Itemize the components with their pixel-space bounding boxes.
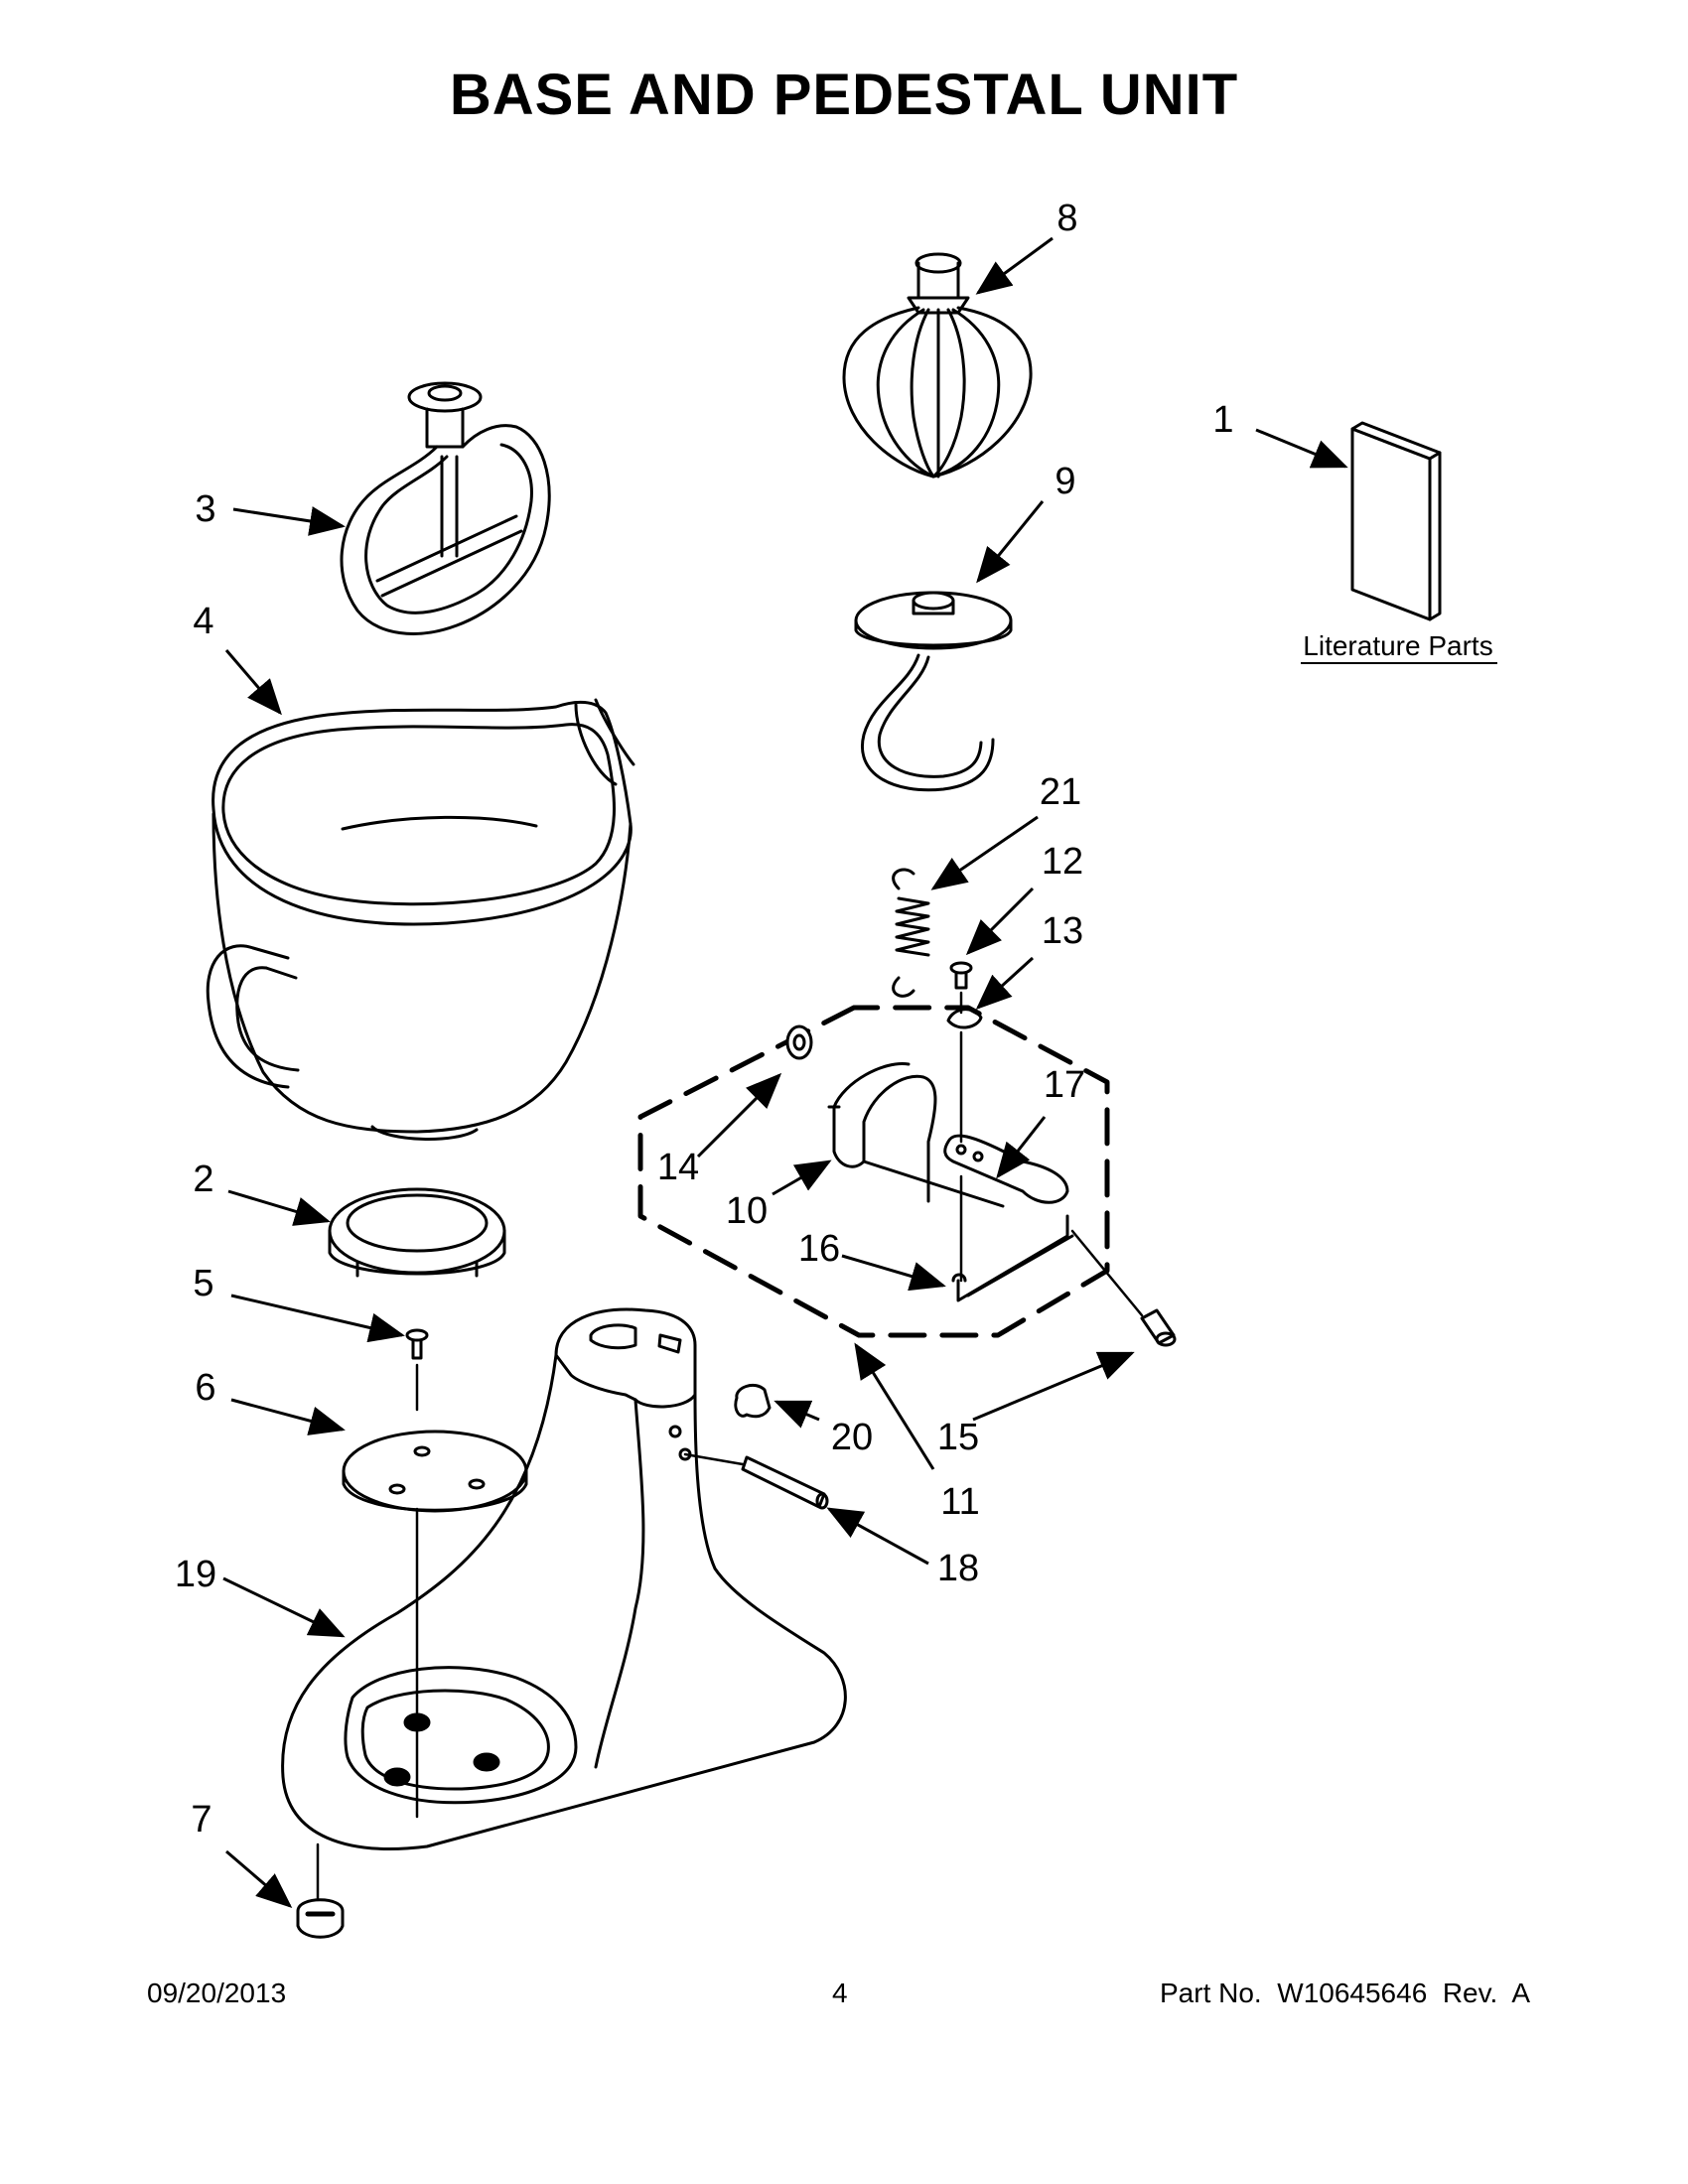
- leader-18: [826, 1507, 929, 1566]
- callout-10: 10: [726, 1190, 768, 1232]
- callout-2: 2: [193, 1159, 213, 1200]
- footer-page-number: 4: [832, 1978, 848, 2008]
- callout-8: 8: [1056, 198, 1077, 239]
- leader-5: [230, 1294, 405, 1343]
- washer-14: [785, 1024, 813, 1060]
- callout-6: 6: [195, 1367, 215, 1409]
- bowl-spring-plate: [342, 1430, 528, 1819]
- wire-whip: [842, 252, 1033, 478]
- leader-17: [996, 1116, 1047, 1179]
- screw-12: [949, 961, 973, 990]
- leader-1: [1255, 428, 1348, 469]
- spring: [892, 868, 930, 998]
- callout-3: 3: [195, 488, 215, 530]
- leader-7: [225, 1849, 293, 1908]
- callout-21: 21: [1040, 771, 1081, 813]
- leader-13: [975, 956, 1035, 1011]
- leader-6: [230, 1398, 346, 1435]
- callout-13: 13: [1042, 910, 1083, 952]
- callout-18: 18: [937, 1548, 979, 1589]
- callout-1: 1: [1212, 399, 1233, 441]
- page-title: BASE AND PEDESTAL UNIT: [449, 63, 1239, 127]
- leader-14: [696, 1072, 782, 1159]
- bowl-clamping-plate: [328, 1187, 506, 1278]
- leader-10: [772, 1160, 832, 1196]
- pedestal-base: [281, 1307, 847, 1850]
- hinge-pin-18: [683, 1452, 829, 1510]
- foot-7: [296, 1843, 345, 1939]
- rod-16: [951, 1214, 1074, 1302]
- bracket-10: [827, 1062, 1005, 1208]
- leader-20: [774, 1400, 820, 1429]
- callout-9: 9: [1055, 461, 1075, 502]
- leader-3: [232, 506, 346, 536]
- hinge-assembly-outline: [637, 1005, 1110, 1338]
- callout-16: 16: [798, 1228, 840, 1270]
- pin-15: [1140, 1308, 1177, 1347]
- footer-date: 09/20/2013: [147, 1978, 287, 2008]
- leader-11: [854, 1342, 935, 1470]
- screw-5: [405, 1328, 429, 1412]
- mixing-bowl: [206, 698, 635, 1141]
- flat-beater: [340, 381, 551, 635]
- clip-13: [946, 1008, 983, 1029]
- callout-5: 5: [193, 1263, 213, 1304]
- leader-19: [222, 1576, 346, 1638]
- clip-20: [734, 1384, 772, 1419]
- leader-9: [976, 500, 1045, 584]
- leader-8: [975, 236, 1054, 295]
- callout-17: 17: [1044, 1064, 1085, 1106]
- callout-20: 20: [831, 1417, 873, 1458]
- leader-2: [227, 1189, 331, 1226]
- callout-19: 19: [175, 1554, 216, 1595]
- callout-14: 14: [657, 1147, 699, 1188]
- leader-12: [965, 887, 1035, 956]
- dough-hook: [854, 591, 1013, 792]
- leader-16: [841, 1254, 946, 1292]
- callout-15: 15: [937, 1417, 979, 1458]
- footer-part-number: Part No. W10645646 Rev. A: [1160, 1978, 1531, 2008]
- leader-4: [224, 649, 282, 716]
- callout-11: 11: [940, 1481, 979, 1523]
- literature-booklet: [1350, 421, 1442, 621]
- leader-15: [972, 1351, 1135, 1422]
- callout-4: 4: [193, 601, 213, 642]
- leader-21: [930, 815, 1039, 890]
- literature-parts-label: Literature Parts: [1303, 630, 1492, 661]
- callout-7: 7: [191, 1799, 211, 1841]
- callout-12: 12: [1042, 841, 1083, 883]
